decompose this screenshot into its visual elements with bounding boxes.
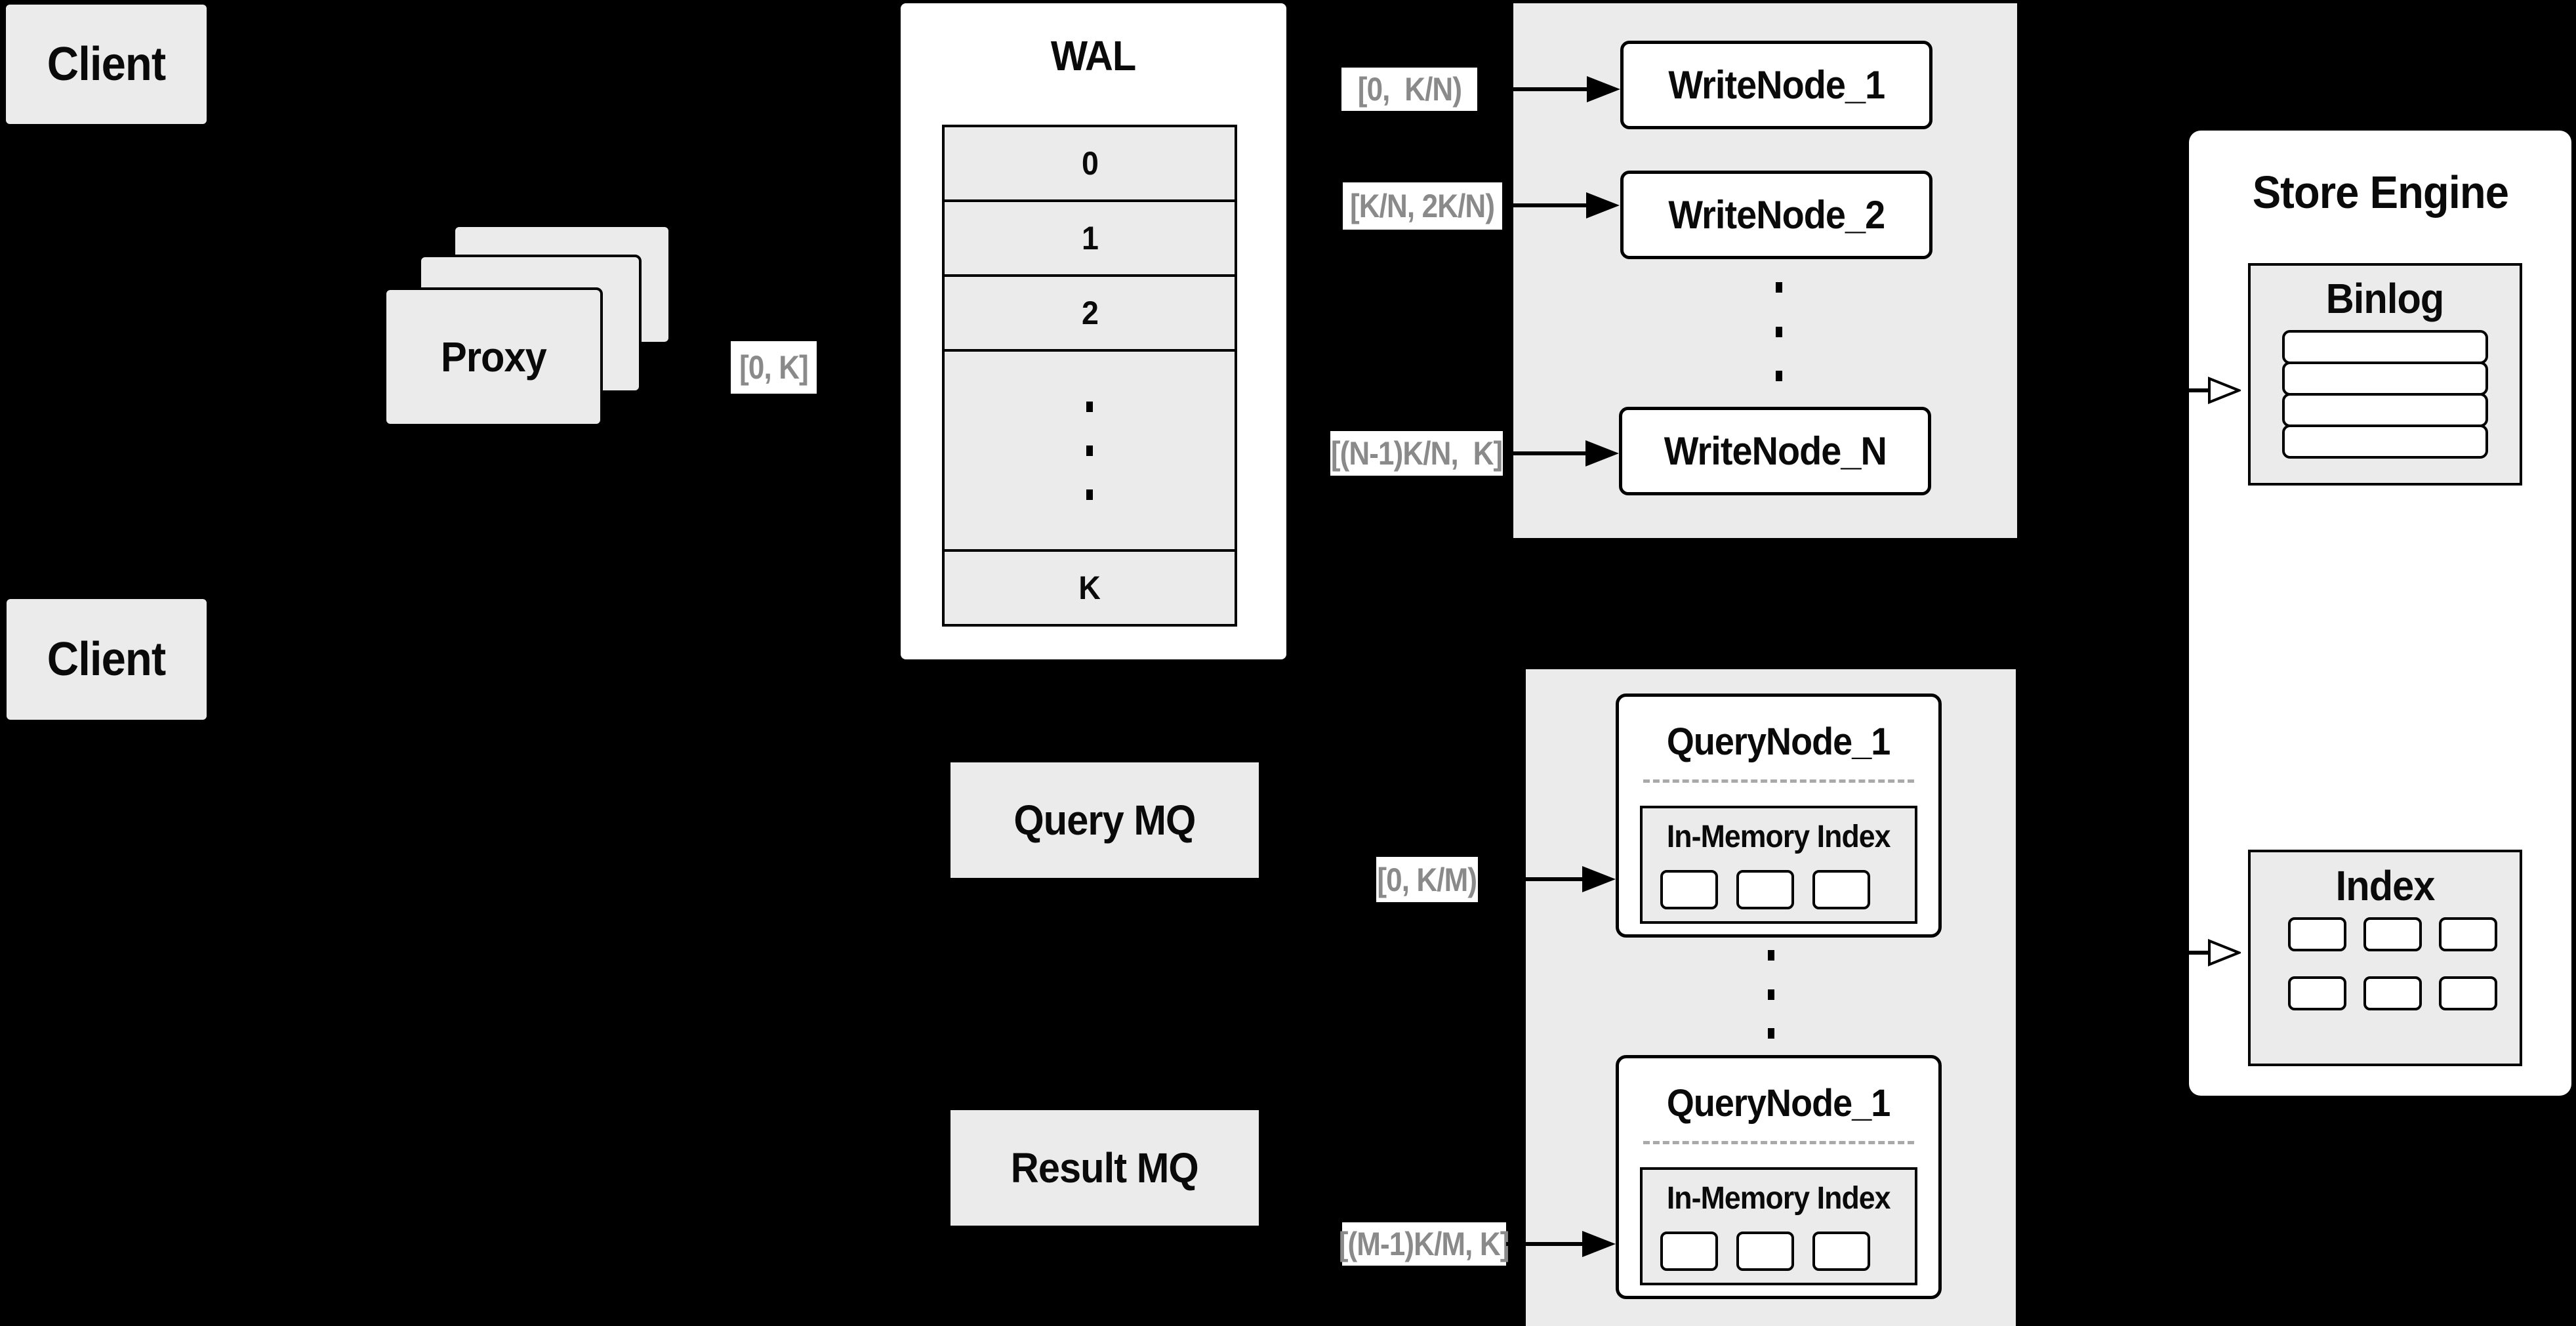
- range-label-writenode-2: [K/N, 2K/N): [1343, 182, 1502, 230]
- wal-row-k: K: [1078, 569, 1101, 606]
- arrow-to-querynode-m: [1506, 1242, 1583, 1246]
- arrowhead-right-icon: [1587, 76, 1620, 102]
- memory-segment: [1660, 870, 1718, 909]
- index-cell: [2288, 917, 2346, 951]
- arrowhead-right-icon: [1582, 1231, 1616, 1257]
- proxy-card-front: Proxy: [384, 287, 603, 426]
- index-cell: [2439, 917, 2497, 951]
- writenode-n-box: WriteNode_N: [1619, 407, 1931, 495]
- arrowhead-right-icon: [1586, 192, 1620, 218]
- wal-row-ellipsis: [945, 352, 1235, 552]
- writenode-1-box: WriteNode_1: [1620, 41, 1932, 129]
- memory-segment: [1736, 870, 1794, 909]
- memory-segment: [1660, 1232, 1718, 1271]
- client-box-bottom: Client: [7, 599, 207, 720]
- in-memory-index-title-2: In-Memory Index: [1667, 1180, 1891, 1216]
- arrow-to-writenode-n: [1503, 451, 1585, 455]
- writenode-2-box: WriteNode_2: [1620, 171, 1932, 259]
- index-cell: [2363, 976, 2422, 1010]
- wal-row-2: 2: [945, 277, 1235, 352]
- range-label-querynode-1: [0, K/M): [1376, 857, 1478, 902]
- dashed-divider: [1643, 779, 1914, 783]
- binlog-row: [2282, 425, 2488, 459]
- in-memory-index-title-1: In-Memory Index: [1667, 819, 1891, 854]
- ellipsis-vertical-icon: [1769, 282, 1789, 381]
- wal-row-0: 0: [945, 127, 1235, 203]
- store-engine-title: Store Engine: [2252, 167, 2508, 218]
- binlog-title: Binlog: [2326, 275, 2444, 322]
- dashed-divider: [1643, 1141, 1914, 1144]
- ellipsis-vertical-icon: [1761, 950, 1781, 1039]
- client-top-label: Client: [47, 38, 166, 91]
- ellipsis-vertical-icon: [1086, 401, 1093, 500]
- range-label-writenode-n: [(N-1)K/N, K]: [1330, 431, 1503, 476]
- arrow-to-index: [2165, 951, 2209, 955]
- hollow-arrowhead-right-icon: [2208, 939, 2241, 966]
- arrow-to-writenode-2: [1502, 203, 1586, 207]
- index-cell: [2363, 917, 2422, 951]
- memory-segment: [1812, 870, 1870, 909]
- wal-title: WAL: [1051, 32, 1136, 79]
- arrowhead-right-icon: [1585, 440, 1619, 466]
- proxy-label: Proxy: [440, 333, 547, 381]
- binlog-row: [2282, 362, 2488, 396]
- index-cell: [2439, 976, 2497, 1010]
- memory-segment: [1736, 1232, 1794, 1271]
- querynode-1-title: QueryNode_1: [1667, 720, 1891, 763]
- range-label-proxy-to-wal: [0, K]: [731, 341, 817, 394]
- wal-table: 0 1 2 K: [942, 125, 1237, 627]
- client-bottom-label: Client: [47, 633, 166, 686]
- arrow-to-writenode-1: [1477, 87, 1587, 91]
- hollow-arrowhead-right-icon: [2208, 377, 2241, 404]
- binlog-row: [2282, 330, 2488, 364]
- binlog-row: [2282, 393, 2488, 427]
- client-box-top: Client: [6, 5, 207, 124]
- arrow-to-querynode-1: [1478, 877, 1583, 881]
- memory-segment: [1812, 1232, 1870, 1271]
- index-title: Index: [2335, 862, 2436, 909]
- index-box: [2248, 850, 2522, 1066]
- query-mq-box: Query MQ: [951, 762, 1259, 878]
- arrowhead-right-icon: [1582, 866, 1616, 892]
- wal-row-1: 1: [945, 202, 1235, 278]
- querynode-2-title: QueryNode_1: [1667, 1081, 1891, 1125]
- index-cell: [2288, 976, 2346, 1010]
- result-mq-box: Result MQ: [951, 1110, 1259, 1226]
- range-label-querynode-m: [(M-1)K/M, K]: [1339, 1222, 1510, 1266]
- range-label-writenode-1: [0, K/N): [1341, 68, 1477, 111]
- arrow-to-binlog: [2165, 388, 2209, 392]
